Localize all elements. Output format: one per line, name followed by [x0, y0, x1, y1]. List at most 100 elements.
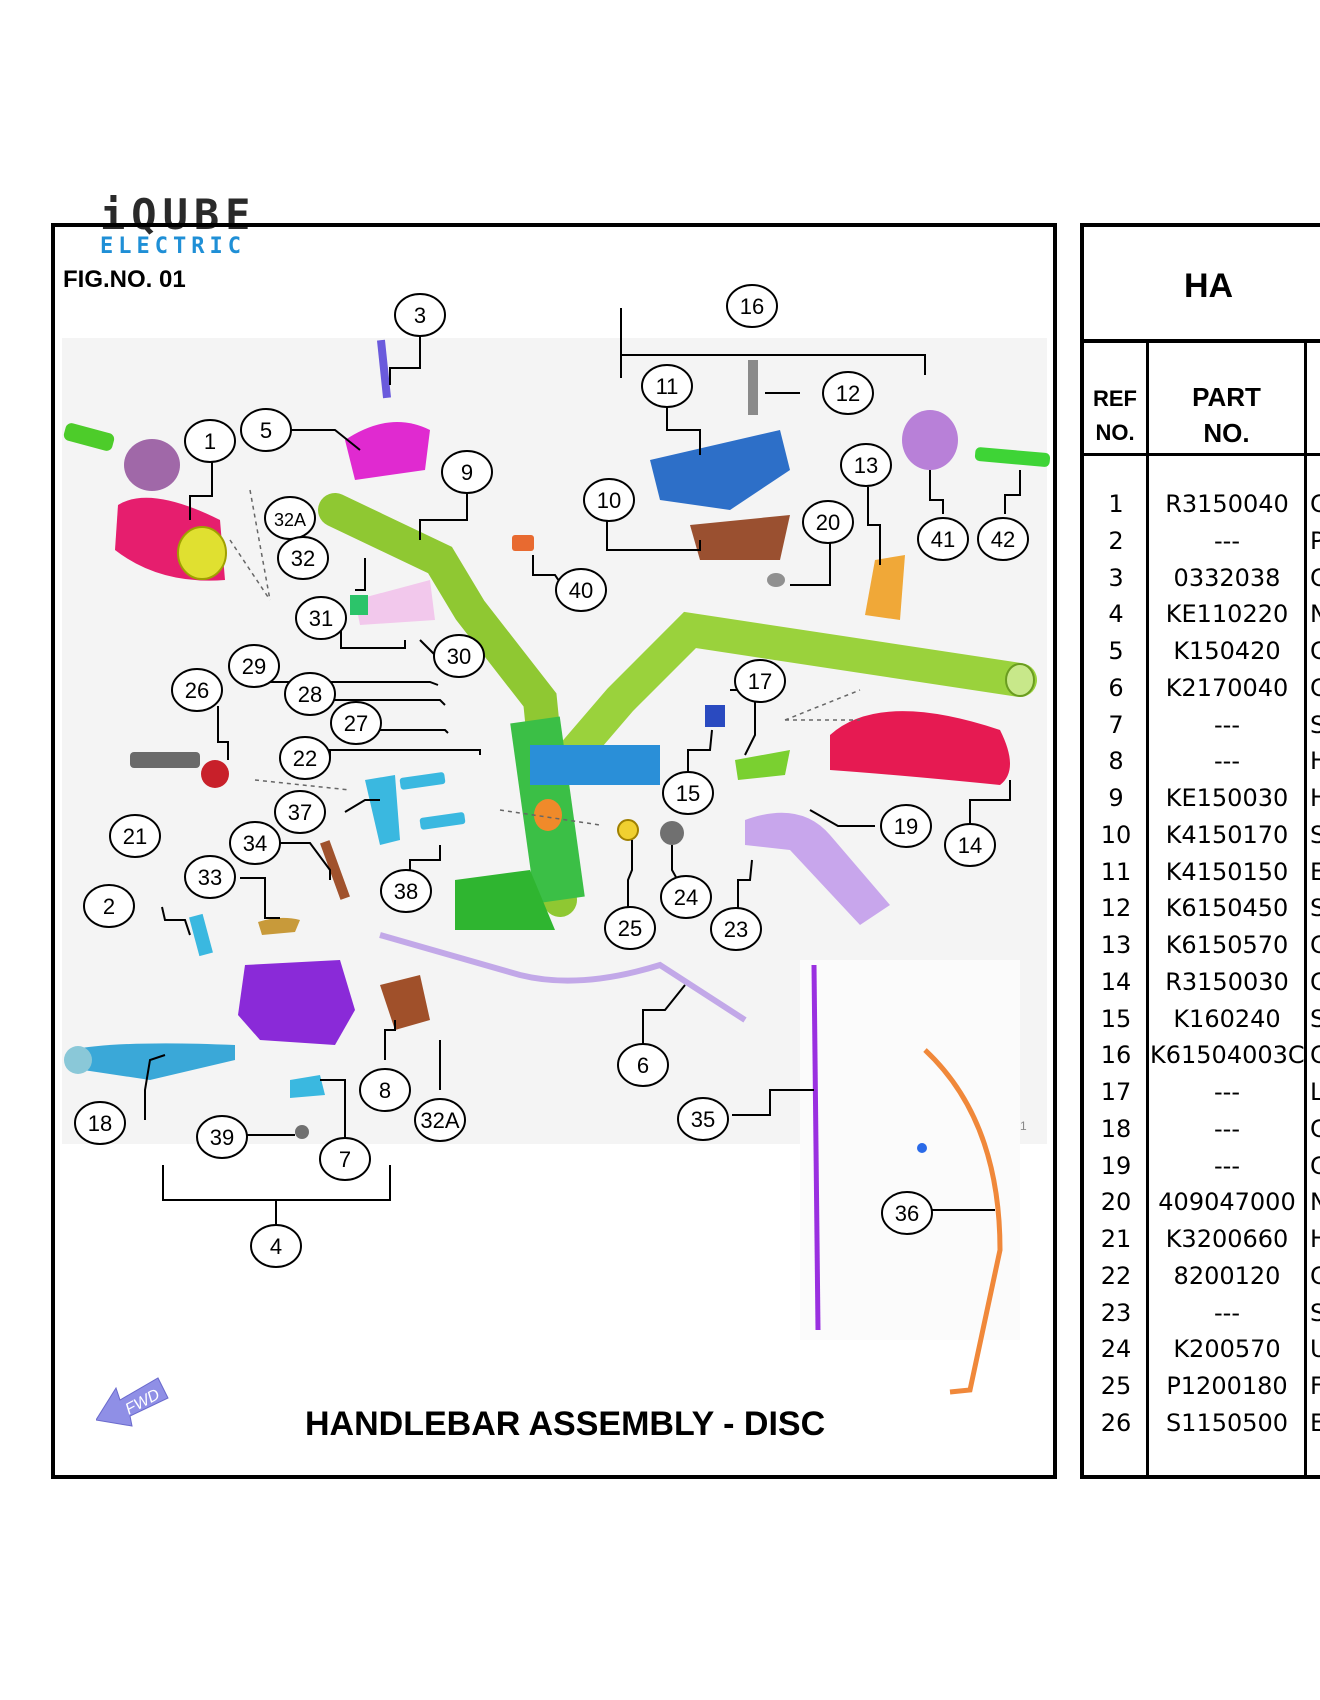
row-11-ref: 11: [1100, 858, 1132, 886]
row-14-ref: 14: [1100, 968, 1132, 996]
callout-38: 37: [274, 790, 326, 834]
row-13-desc: C: [1306, 931, 1320, 959]
svg-text:20: 20: [816, 510, 840, 535]
row-9-desc: H: [1306, 784, 1320, 812]
row-3-part: 0332038: [1173, 564, 1281, 592]
row-23-desc: S: [1306, 1299, 1320, 1327]
stem-base: [455, 870, 555, 930]
row-22-part: 8200120: [1173, 1262, 1281, 1290]
row-19-desc: C: [1306, 1152, 1320, 1180]
guide-lines: [229, 489, 861, 826]
row-16-part: K61504003C: [1150, 1041, 1305, 1069]
callout-21: 21: [109, 814, 161, 858]
figure-number: FIG.NO. 01: [63, 266, 186, 293]
row-12-part: K6150450: [1165, 894, 1289, 922]
callout-24: 24: [660, 875, 712, 919]
svg-text:21: 21: [123, 824, 147, 849]
row-8-ref: 8: [1108, 747, 1124, 775]
row-1-desc: C: [1306, 490, 1320, 518]
cable-inset-background: [800, 960, 1020, 1340]
row-19-ref: 19: [1100, 1152, 1132, 1180]
svg-text:9: 9: [461, 460, 473, 485]
svg-text:11: 11: [656, 374, 679, 399]
callout-30: 30: [433, 634, 485, 678]
svg-text:33: 33: [198, 865, 222, 890]
row-3-desc: C: [1306, 564, 1320, 592]
row-13-part: K6150570: [1165, 931, 1289, 959]
svg-text:27: 27: [344, 711, 368, 736]
svg-text:2: 2: [103, 894, 115, 919]
table-divider-header: [1084, 453, 1320, 456]
row-25-desc: F: [1306, 1372, 1320, 1400]
table-divider-top: [1084, 339, 1320, 343]
callout-41: 40: [555, 568, 607, 612]
callout-5: 5: [240, 408, 292, 452]
svg-text:36: 36: [895, 1201, 919, 1226]
part-shapes: [63, 339, 1051, 1395]
row-26-ref: 26: [1100, 1409, 1132, 1437]
svg-text:41: 41: [931, 527, 955, 552]
row-11-desc: E: [1306, 858, 1320, 886]
callout-17: 17: [734, 659, 786, 703]
row-18-desc: C: [1306, 1115, 1320, 1143]
row-10-desc: S: [1306, 821, 1320, 849]
row-21-part: K3200660: [1165, 1225, 1289, 1253]
row-17-desc: L: [1306, 1078, 1320, 1106]
row-24-part: K200570: [1173, 1335, 1281, 1363]
svg-text:32: 32: [291, 546, 315, 571]
callout-14: 14: [944, 823, 996, 867]
row-5-part: K150420: [1173, 637, 1281, 665]
callout-2: 2: [83, 884, 135, 928]
row-7-part: ---: [1214, 711, 1240, 739]
svg-text:28: 28: [298, 682, 322, 707]
svg-text:1: 1: [204, 429, 216, 454]
callout-6: 6: [617, 1043, 669, 1087]
row-19-part: ---: [1214, 1152, 1240, 1180]
row-4-desc: N: [1306, 600, 1320, 628]
row-13-ref: 13: [1100, 931, 1132, 959]
callout-18: 18: [74, 1101, 126, 1145]
row-5-desc: C: [1306, 637, 1320, 665]
svg-text:30: 30: [447, 644, 471, 669]
svg-text:32A: 32A: [274, 510, 306, 530]
callout-26: 26: [171, 668, 223, 712]
callout-10: 10: [583, 478, 635, 522]
row-24-desc: U: [1306, 1335, 1320, 1363]
svg-text:25: 25: [618, 916, 642, 941]
row-12-ref: 12: [1100, 894, 1132, 922]
callout-4: 4: [250, 1224, 302, 1268]
callout-8: 8: [359, 1068, 411, 1112]
row-21-ref: 21: [1100, 1225, 1132, 1253]
svg-text:17: 17: [748, 669, 772, 694]
svg-text:22: 22: [293, 746, 317, 771]
clamp-bracket: [530, 745, 660, 785]
svg-text:6: 6: [637, 1053, 649, 1078]
row-10-ref: 10: [1100, 821, 1132, 849]
callout-32A: 32A: [264, 496, 316, 540]
callout-27: 27: [330, 701, 382, 745]
svg-text:37: 37: [288, 800, 312, 825]
row-25-ref: 25: [1100, 1372, 1132, 1400]
row-16-desc: C: [1306, 1041, 1320, 1069]
row-24-ref: 24: [1100, 1335, 1132, 1363]
row-22-desc: C: [1306, 1262, 1320, 1290]
callout-36: 35: [677, 1097, 729, 1141]
brand-logo: iQUBE ELECTRIC: [100, 194, 325, 261]
svg-text:12: 12: [836, 381, 860, 406]
row-6-ref: 6: [1108, 674, 1124, 702]
row-14-part: R3150030: [1165, 968, 1289, 996]
callout-9: 9: [441, 450, 493, 494]
callout-12: 12: [822, 371, 874, 415]
row-26-part: S1150500: [1165, 1409, 1289, 1437]
row-23-ref: 23: [1100, 1299, 1132, 1327]
callout-31: 31: [295, 596, 347, 640]
svg-text:23: 23: [724, 917, 748, 942]
row-4-ref: 4: [1108, 600, 1124, 628]
row-2-ref: 2: [1108, 527, 1124, 555]
svg-text:19: 19: [894, 814, 918, 839]
svg-text:5: 5: [260, 418, 272, 443]
row-20-desc: N: [1306, 1188, 1320, 1216]
row-3-ref: 3: [1108, 564, 1124, 592]
callout-11: 11: [641, 364, 693, 408]
